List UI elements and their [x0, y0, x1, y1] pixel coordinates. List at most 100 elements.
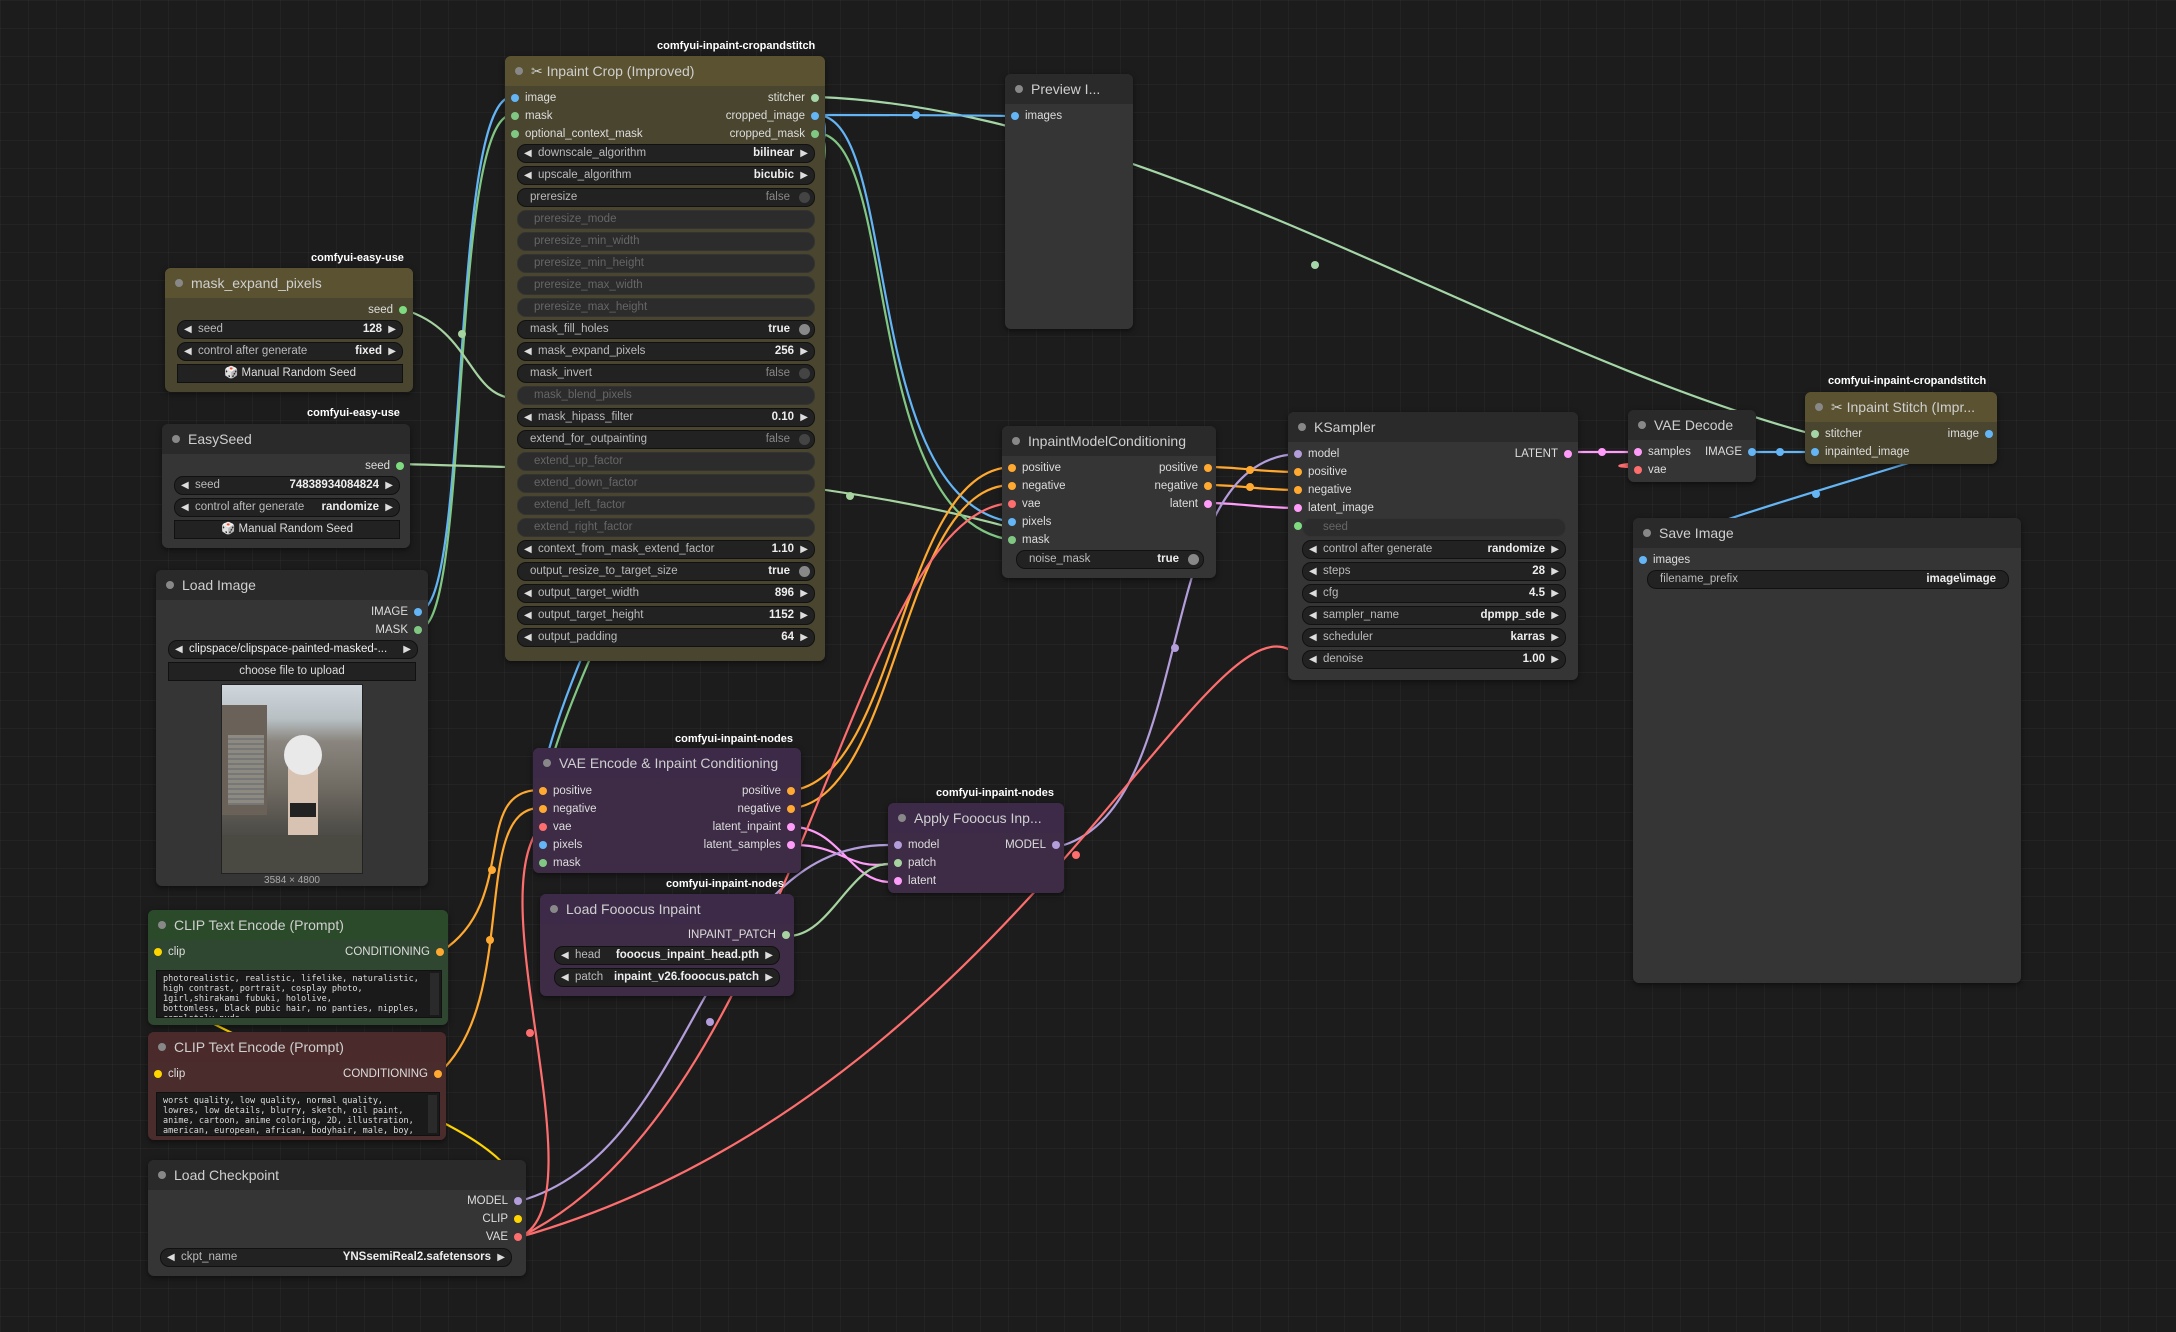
arrow-left-icon[interactable]: ◀: [524, 148, 532, 159]
input-pixels[interactable]: pixels: [539, 838, 582, 852]
node-header[interactable]: VAE Encode & Inpaint Conditioning: [533, 748, 801, 778]
node-header[interactable]: mask_expand_pixels: [165, 268, 413, 298]
output-image[interactable]: image: [1948, 427, 1993, 441]
arrow-right-icon[interactable]: ▶: [800, 544, 808, 555]
collapse-dot[interactable]: [172, 435, 180, 443]
input-positive[interactable]: positive: [539, 784, 592, 798]
arrow-right-icon[interactable]: ▶: [800, 170, 808, 181]
input-positive[interactable]: positive: [1008, 461, 1061, 475]
arrow-right-icon[interactable]: ▶: [388, 346, 396, 357]
node-header[interactable]: Preview I...: [1005, 74, 1133, 104]
node-ksampler[interactable]: KSampler model positive negative latent_…: [1288, 412, 1578, 680]
node-load-checkpoint[interactable]: Load Checkpoint MODEL CLIP VAE ◀ckpt_nam…: [148, 1160, 526, 1276]
input-mask[interactable]: mask: [511, 109, 552, 123]
arrow-left-icon[interactable]: ◀: [184, 324, 192, 335]
input-inpainted-image[interactable]: inpainted_image: [1811, 445, 1909, 459]
prompt-textarea[interactable]: photorealistic, realistic, lifelike, nat…: [156, 970, 442, 1018]
arrow-left-icon[interactable]: ◀: [524, 610, 532, 621]
arrow-left-icon[interactable]: ◀: [1309, 566, 1317, 577]
arrow-left-icon[interactable]: ◀: [184, 346, 192, 357]
node-load-fooocus-inpaint[interactable]: Load Fooocus Inpaint INPAINT_PATCH ◀head…: [540, 894, 794, 996]
scrollbar[interactable]: [430, 973, 439, 1015]
node-header[interactable]: EasySeed: [162, 424, 410, 454]
arrow-left-icon[interactable]: ◀: [167, 1252, 175, 1263]
output-latent-inpaint[interactable]: latent_inpaint: [713, 820, 795, 834]
arrow-left-icon[interactable]: ◀: [181, 480, 189, 491]
collapse-dot[interactable]: [1815, 403, 1823, 411]
output-image[interactable]: IMAGE: [1705, 445, 1756, 459]
output-mask[interactable]: MASK: [375, 623, 422, 637]
node-header[interactable]: Load Fooocus Inpaint: [540, 894, 794, 924]
input-negative[interactable]: negative: [1008, 479, 1065, 493]
choose-file-button[interactable]: choose file to upload: [168, 662, 416, 681]
arrow-right-icon[interactable]: ▶: [385, 480, 393, 491]
arrow-left-icon[interactable]: ◀: [1309, 588, 1317, 599]
input-positive[interactable]: positive: [1294, 465, 1347, 479]
arrow-right-icon[interactable]: ▶: [800, 148, 808, 159]
arrow-right-icon[interactable]: ▶: [388, 324, 396, 335]
collapse-dot[interactable]: [175, 279, 183, 287]
collapse-dot[interactable]: [543, 759, 551, 767]
input-stitcher[interactable]: stitcher: [1811, 427, 1862, 441]
arrow-left-icon[interactable]: ◀: [181, 502, 189, 513]
arrow-right-icon[interactable]: ▶: [800, 610, 808, 621]
input-mask[interactable]: mask: [539, 856, 580, 870]
node-inpaint-model-conditioning[interactable]: InpaintModelConditioning positive negati…: [1002, 426, 1216, 578]
arrow-left-icon[interactable]: ◀: [524, 170, 532, 181]
node-clip-text-encode-negative[interactable]: CLIP Text Encode (Prompt) clip CONDITION…: [148, 1032, 446, 1140]
output-seed[interactable]: seed: [365, 459, 404, 473]
collapse-dot[interactable]: [1638, 421, 1646, 429]
arrow-left-icon[interactable]: ◀: [1309, 544, 1317, 555]
arrow-right-icon[interactable]: ▶: [765, 950, 773, 961]
output-clip[interactable]: CLIP: [482, 1212, 522, 1226]
output-cropped-image[interactable]: cropped_image: [726, 109, 819, 123]
arrow-right-icon[interactable]: ▶: [1551, 654, 1559, 665]
output-seed[interactable]: seed: [368, 303, 407, 317]
collapse-dot[interactable]: [1643, 529, 1651, 537]
widget-image-select[interactable]: ◀clipspace/clipspace-painted-masked-...▶: [168, 640, 418, 659]
manual-random-seed-button[interactable]: 🎲 Manual Random Seed: [174, 520, 400, 539]
node-inpaint-crop[interactable]: ✂ Inpaint Crop (Improved) image mask opt…: [505, 56, 825, 661]
input-images[interactable]: images: [1011, 109, 1062, 123]
negative-prompt-textarea[interactable]: worst quality, low quality, normal quali…: [156, 1092, 440, 1136]
output-inpaint-patch[interactable]: INPAINT_PATCH: [688, 928, 790, 942]
collapse-dot[interactable]: [158, 1043, 166, 1051]
collapse-dot[interactable]: [515, 67, 523, 75]
input-negative[interactable]: negative: [1294, 483, 1351, 497]
arrow-left-icon[interactable]: ◀: [1309, 632, 1317, 643]
arrow-left-icon[interactable]: ◀: [175, 644, 183, 655]
input-latent[interactable]: latent: [894, 874, 936, 888]
input-vae[interactable]: vae: [1634, 463, 1667, 477]
node-header[interactable]: InpaintModelConditioning: [1002, 426, 1216, 456]
output-latent[interactable]: latent: [1170, 497, 1212, 511]
output-positive[interactable]: positive: [742, 784, 795, 798]
node-header[interactable]: VAE Decode: [1628, 410, 1756, 440]
input-model[interactable]: model: [894, 838, 939, 852]
input-pixels[interactable]: pixels: [1008, 515, 1051, 529]
node-inpaint-stitch[interactable]: ✂ Inpaint Stitch (Impr... stitcher inpai…: [1805, 392, 1997, 464]
arrow-right-icon[interactable]: ▶: [765, 972, 773, 983]
output-stitcher[interactable]: stitcher: [768, 91, 819, 105]
node-preview-image[interactable]: Preview I... images: [1005, 74, 1133, 329]
node-header[interactable]: ✂ Inpaint Crop (Improved): [505, 56, 825, 86]
